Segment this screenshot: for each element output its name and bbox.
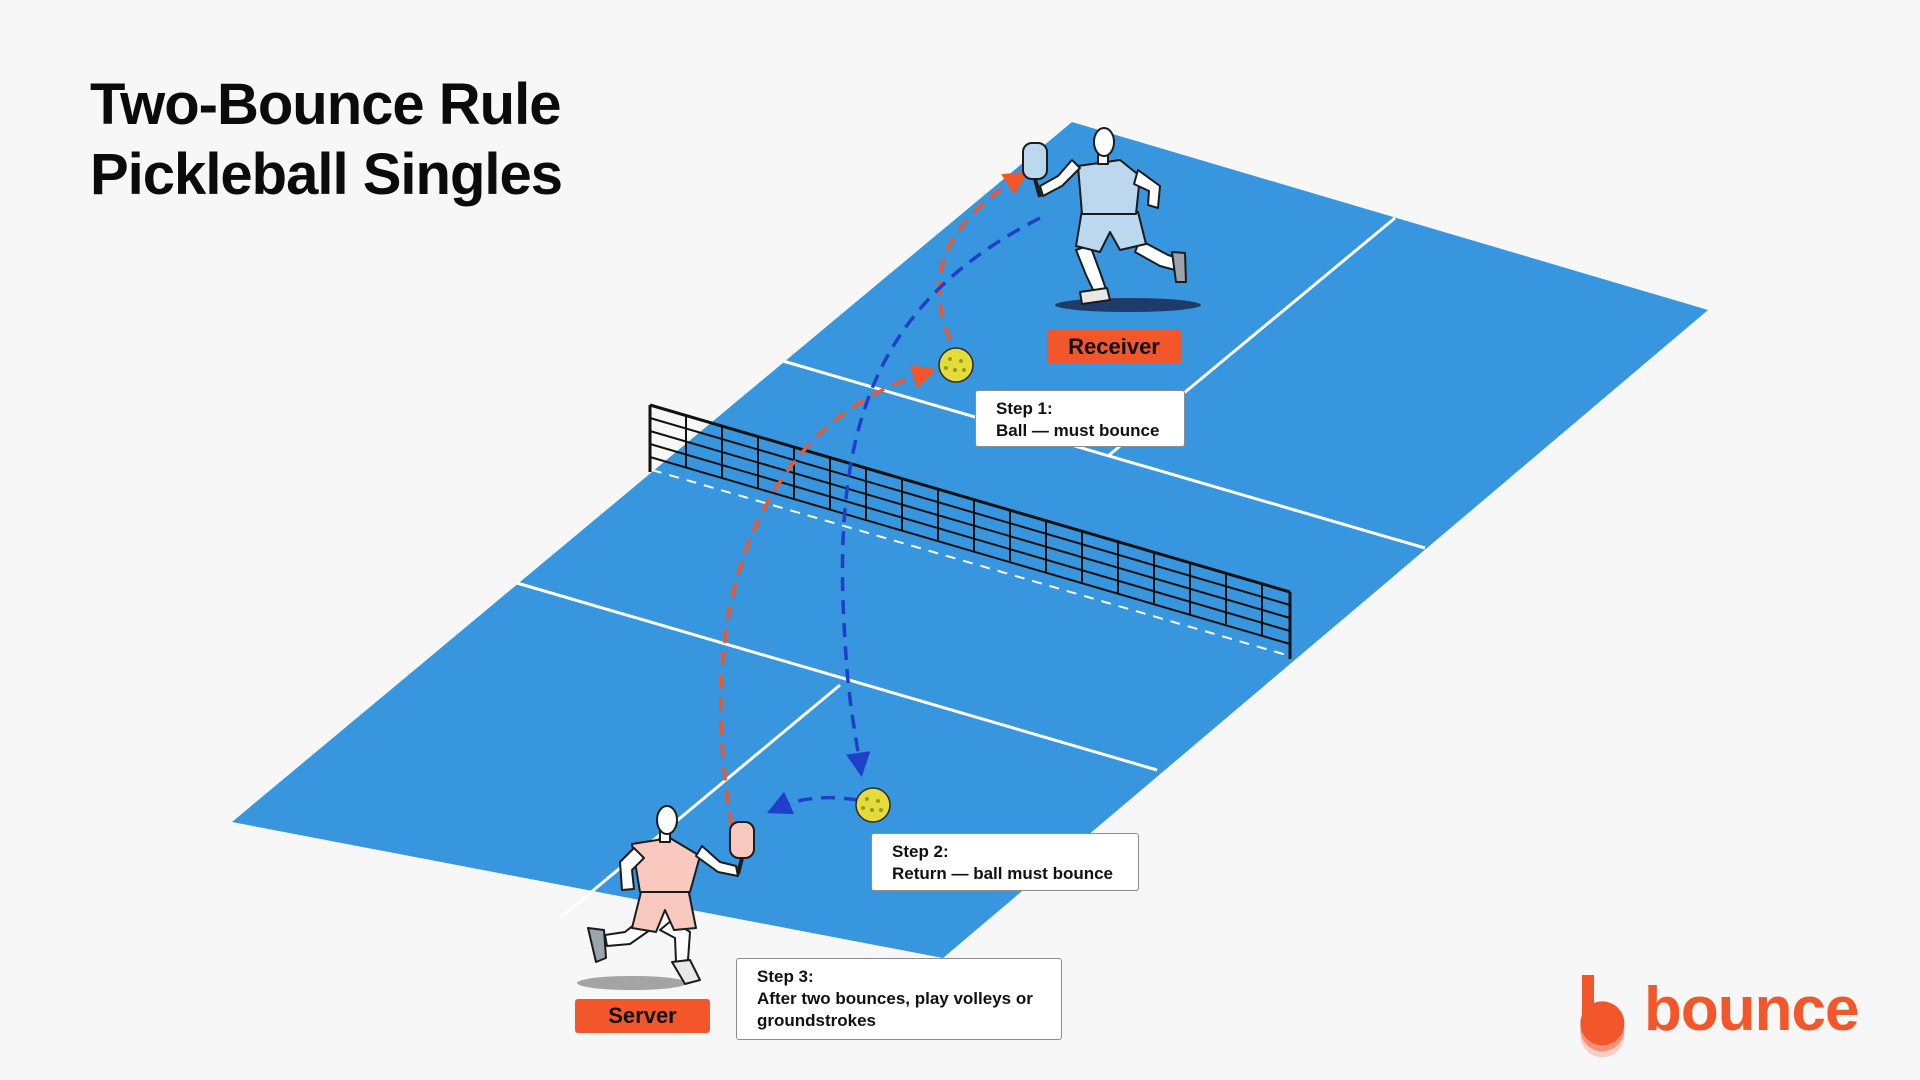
bounce-logo-icon <box>1580 975 1625 1058</box>
step-2-text: Return — ball must bounce <box>892 864 1114 883</box>
step-3-text: After two bounces, play volleys or groun… <box>757 989 1033 1030</box>
return-rebound-path <box>766 791 859 815</box>
server-figure <box>577 805 755 990</box>
title-line-2: Pickleball Singles <box>90 142 563 207</box>
return-path <box>840 216 1041 778</box>
net <box>648 403 1292 659</box>
step-1-title: Step 1: <box>996 399 1053 418</box>
receiver-figure <box>1022 127 1201 312</box>
brand-wordmark: bounce <box>1644 975 1859 1044</box>
serve-path <box>719 364 937 827</box>
step-2-callout: Step 2: Return — ball must bounce <box>871 833 1139 891</box>
server-label: Server <box>575 999 710 1033</box>
ball-bounce-2 <box>855 787 891 823</box>
far-kitchen-line <box>782 359 1426 550</box>
receiver-paddle-icon <box>1022 142 1048 198</box>
step-3-callout: Step 3: After two bounces, play volleys … <box>736 958 1062 1040</box>
ball-bounce-1 <box>938 347 974 383</box>
near-center-line <box>559 683 841 920</box>
step-1-callout: Step 1: Ball — must bounce <box>975 390 1185 447</box>
title-line-1: Two-Bounce Rule <box>90 72 561 137</box>
step-1-text: Ball — must bounce <box>996 421 1160 440</box>
brand-logo: bounce <box>1572 970 1892 1050</box>
server-paddle-icon <box>729 821 755 875</box>
serve-rebound-path <box>937 171 1029 341</box>
page-title: Two-Bounce Rule Pickleball Singles <box>90 70 563 210</box>
receiver-label: Receiver <box>1047 330 1181 364</box>
near-kitchen-line <box>516 581 1158 772</box>
step-2-title: Step 2: <box>892 842 949 861</box>
step-3-title: Step 3: <box>757 967 814 986</box>
court-surface <box>232 122 1708 958</box>
net-shadow-line <box>651 469 1291 657</box>
